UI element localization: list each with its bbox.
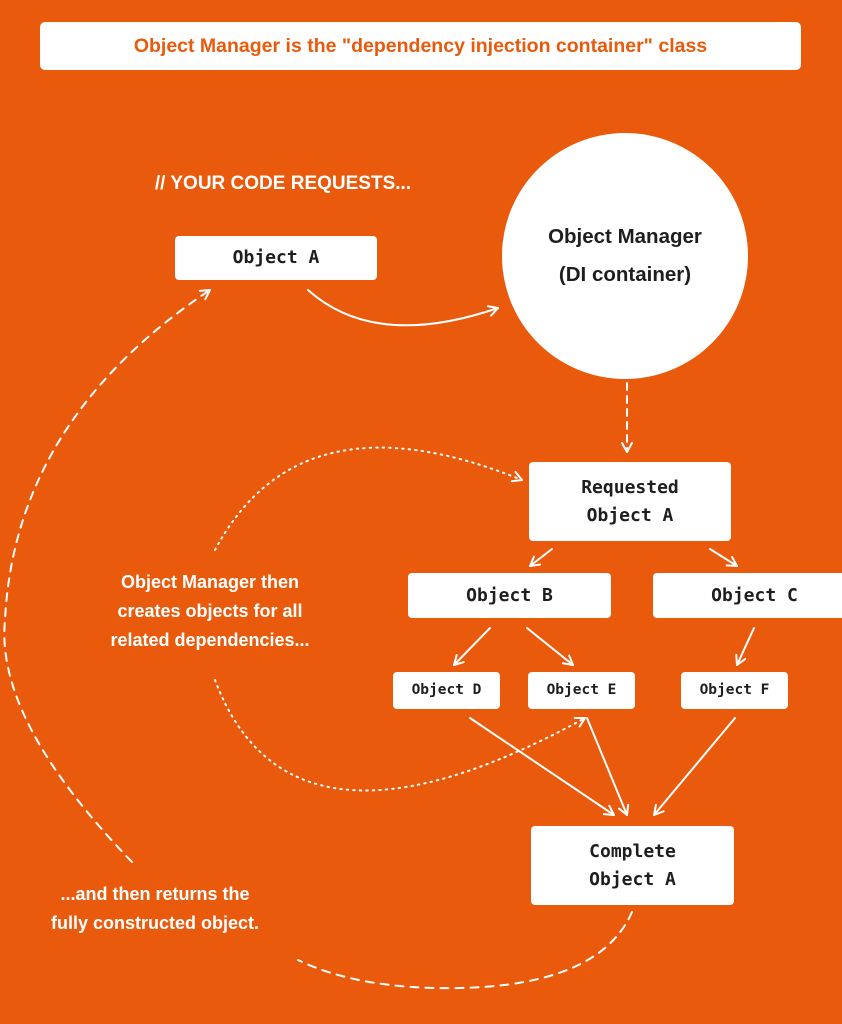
arrow-requested-to-c — [709, 548, 738, 567]
arrow-f-to-complete — [653, 717, 736, 816]
object-f-box: Object F — [681, 672, 788, 709]
creates-dependencies-label: Object Manager then creates objects for … — [110, 572, 310, 651]
dotted-arc-upper — [214, 446, 523, 551]
object-manager-circle: Object Manager (DI container) — [502, 133, 748, 379]
object-b-box: Object B — [408, 573, 611, 618]
dashed-return-left — [3, 289, 211, 863]
arrow-b-to-d — [453, 627, 491, 666]
returns-object-label: ...and then returns the fully constructe… — [50, 884, 260, 933]
object-a-box: Object A — [175, 236, 377, 280]
object-e-box: Object E — [528, 672, 635, 709]
arrow-c-to-f — [735, 627, 755, 666]
complete-object-a-box: Complete Object A — [531, 826, 734, 905]
arrow-requested-to-b — [529, 548, 553, 567]
arrow-d-to-complete — [469, 717, 615, 816]
dotted-arc-lower — [214, 679, 586, 792]
arrow-e-to-complete — [586, 717, 630, 816]
requested-object-a-box: Requested Object A — [529, 462, 731, 541]
dashed-return-bottom — [297, 911, 633, 990]
arrow-request-to-manager — [307, 289, 499, 327]
object-d-box: Object D — [393, 672, 500, 709]
object-c-box: Object C — [653, 573, 842, 618]
title-banner: Object Manager is the "dependency inject… — [40, 22, 801, 70]
arrow-b-to-e — [526, 627, 574, 666]
code-requests-label: // YOUR CODE REQUESTS... — [154, 173, 412, 194]
